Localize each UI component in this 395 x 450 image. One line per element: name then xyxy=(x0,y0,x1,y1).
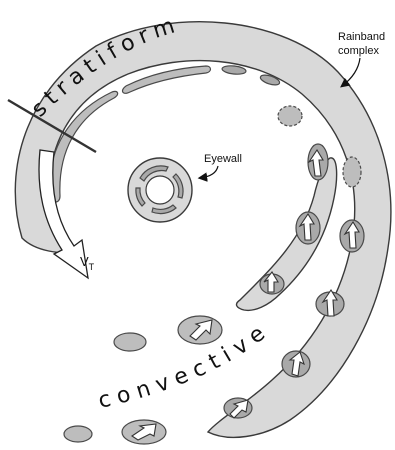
isolated-cell-1 xyxy=(114,333,146,351)
rainband-label-line2: complex xyxy=(338,45,379,57)
rainband-label-line1: Rainband xyxy=(338,31,385,43)
eyewall-pointer xyxy=(200,166,218,178)
stratiform-label: stratiform xyxy=(27,12,184,122)
stratiform-cell-1 xyxy=(222,65,247,75)
eyewall-label: Eyewall xyxy=(204,153,242,165)
isolated-cell-3 xyxy=(64,426,92,442)
convective-band xyxy=(237,158,337,311)
stratiform-dashed-cell xyxy=(278,106,302,126)
eyewall xyxy=(128,158,192,222)
stratiform-dashed-cell-2 xyxy=(343,157,361,187)
